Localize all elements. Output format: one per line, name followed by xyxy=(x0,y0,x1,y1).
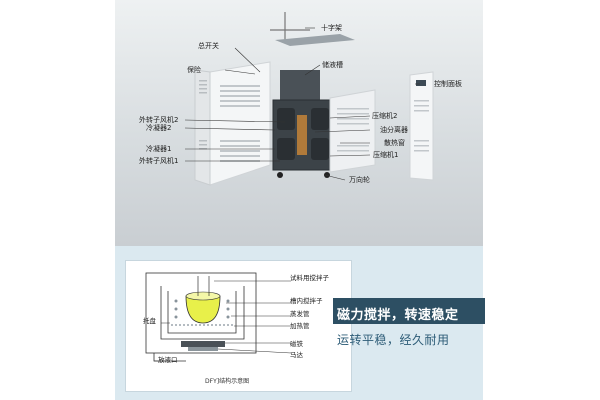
control-panel-part xyxy=(409,71,434,181)
schematic-drawing xyxy=(145,272,292,362)
caption-subline: 运转平稳，经久耐用 xyxy=(337,333,450,347)
sample-vessel xyxy=(185,291,221,324)
label-heat-sink: 散热窗 xyxy=(384,139,405,147)
label-sample-stirrer: 试料用搅拌子 xyxy=(290,274,329,282)
label-tray: 托盘 xyxy=(143,317,156,325)
label-main-switch: 总开关 xyxy=(198,42,219,50)
label-drain-port: 放液口 xyxy=(158,356,178,364)
label-reservoir: 储液槽 xyxy=(322,61,343,69)
label-condenser-1: 冷凝器1 xyxy=(146,145,172,153)
caption-banner xyxy=(333,298,485,324)
label-caster: 万向轮 xyxy=(349,176,370,184)
label-outer-fan-1: 外转子风机1 xyxy=(139,157,179,165)
label-oil-separator: 油分离器 xyxy=(380,126,408,134)
label-heating-tube: 加热管 xyxy=(290,322,310,330)
exploded-view-drawing xyxy=(184,12,434,186)
label-condenser-2: 冷凝器2 xyxy=(146,124,172,132)
tank-outline xyxy=(145,272,257,354)
evaporator-coil xyxy=(174,299,230,319)
stirrer-rods xyxy=(197,276,210,296)
label-compressor-1: 压缩机1 xyxy=(373,151,399,159)
right-side-panel xyxy=(329,89,376,173)
caption-headline: 磁力搅拌，转速稳定 xyxy=(337,308,459,323)
magnet-block xyxy=(181,341,225,347)
left-side-panel xyxy=(209,61,271,186)
exploded-view-panel xyxy=(115,0,483,246)
label-control-panel: 控制面板 xyxy=(434,80,462,88)
label-outer-fan-2: 外转子风机2 xyxy=(139,116,179,124)
label-motor: 马达 xyxy=(290,351,303,359)
machine-core xyxy=(272,70,336,178)
cross-frame-part xyxy=(270,12,355,46)
left-narrow-panel xyxy=(194,69,211,186)
label-fuse: 保险 xyxy=(187,66,201,74)
schematic-leaders xyxy=(154,280,292,362)
label-cross-frame: 十字架 xyxy=(321,24,342,32)
label-magnet: 磁铁 xyxy=(290,340,303,348)
label-evaporator-tube: 蒸发管 xyxy=(290,310,310,318)
label-compressor-2: 压缩机2 xyxy=(372,112,398,120)
motor-block xyxy=(188,347,218,351)
schematic-frame xyxy=(125,260,352,392)
label-tank-stirrer: 槽内搅拌子 xyxy=(290,297,323,305)
schematic-title: DFY]结构示意图 xyxy=(205,378,250,385)
leader-lines xyxy=(184,27,420,181)
